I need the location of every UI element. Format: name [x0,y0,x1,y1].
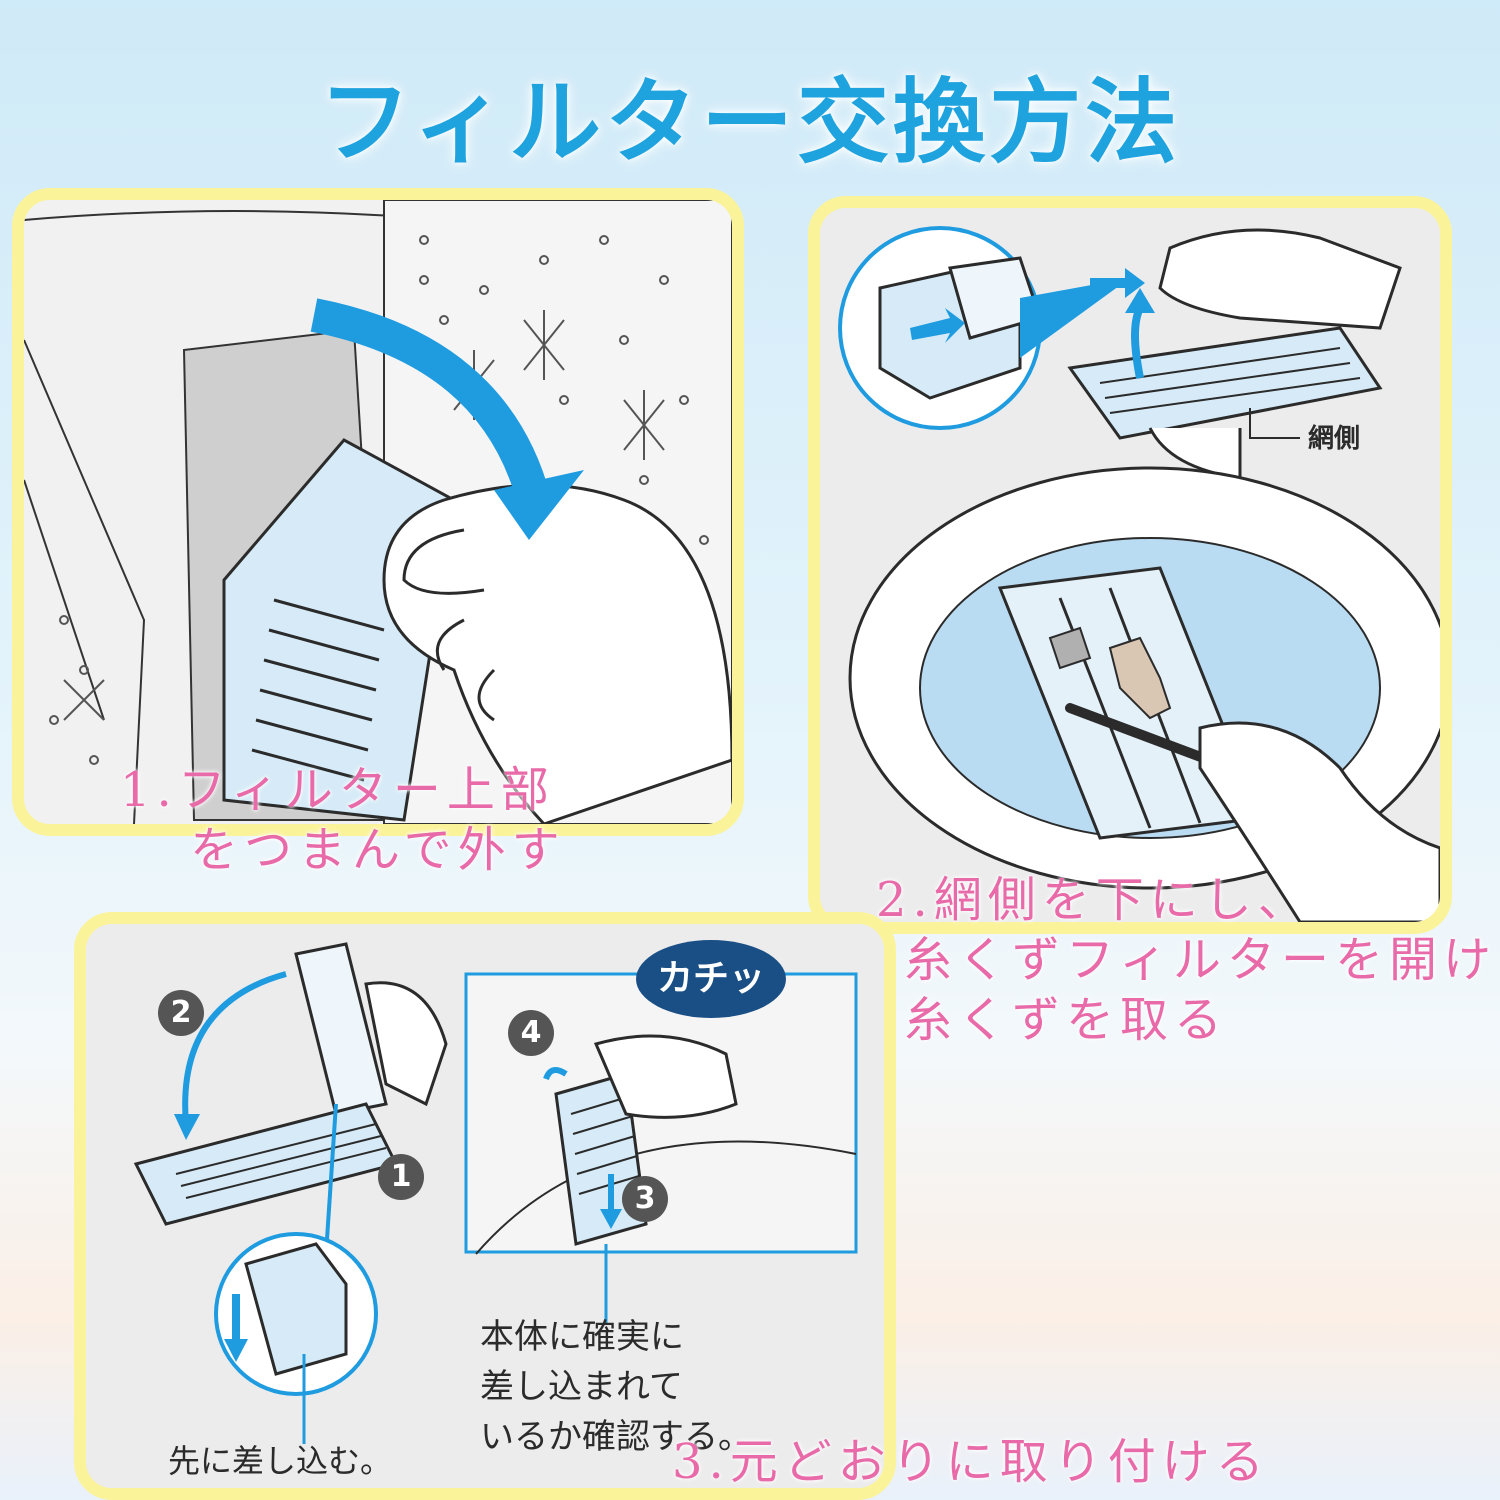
click-sound-bubble: カチッ [636,940,786,1018]
confirm-label-line-3: いるか確認する。 [480,1417,752,1457]
step-2-caption-line-2: 糸くずフィルターを開け [904,932,1498,988]
net-side-label: 網側 [1308,424,1361,454]
step-badge-3: 3 [622,1176,668,1222]
step-3-caption: 3.元どおりに取り付ける [672,1434,1270,1490]
step-2-caption: 2.網側を下にし、 糸くずフィルターを開け 糸くずを取る [876,870,1497,1050]
step-badge-2: 2 [158,990,204,1036]
step-2-illustration [820,208,1440,922]
confirm-label-line-1: 本体に確実に [480,1317,684,1357]
insert-first-label: 先に差し込む。 [168,1442,393,1480]
step-badge-1: 1 [378,1154,424,1200]
step-1-panel [12,188,744,836]
confirm-label: 本体に確実に 差し込まれて いるか確認する。 [480,1312,752,1462]
confirm-label-line-2: 差し込まれて [480,1367,683,1407]
step-2-panel [808,196,1452,934]
page-title: フィルター交換方法 [318,69,1182,176]
step-1-illustration [24,200,732,824]
step-2-caption-line-3: 糸くずを取る [904,992,1229,1048]
step-badge-4: 4 [508,1010,554,1056]
step-1-caption-line-1: 1.フィルター上部 [120,762,555,818]
step-1-caption-line-2: をつまんで外す [190,822,566,878]
step-2-caption-line-1: 2.網側を下にし、 [876,872,1312,928]
step-1-caption: 1.フィルター上部 をつまんで外す [120,760,566,880]
